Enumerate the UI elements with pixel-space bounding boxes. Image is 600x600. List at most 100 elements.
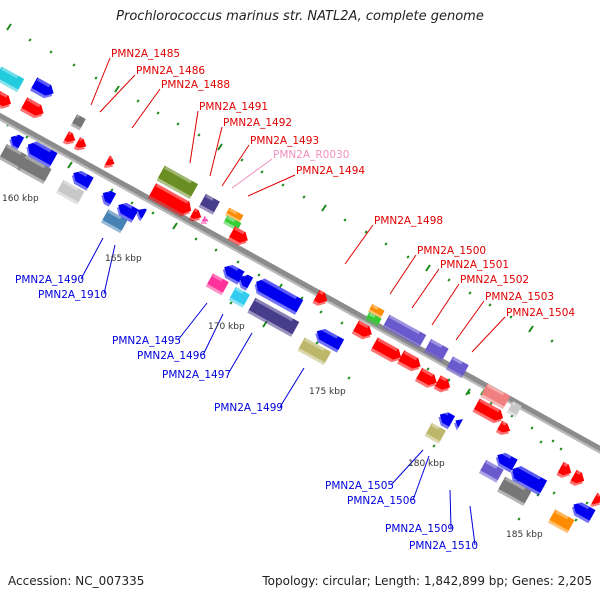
gene-highlight	[75, 168, 88, 177]
gene-body	[201, 215, 209, 222]
gene-highlight	[0, 66, 19, 79]
gene-body	[118, 202, 139, 221]
gene-label-forward: PMN2A_1492	[223, 117, 292, 129]
gene-label-forward: PMN2A_1504	[506, 307, 575, 319]
gene-forward	[62, 131, 76, 145]
tick-mark	[319, 310, 323, 314]
tick-mark	[217, 143, 223, 151]
gene-highlight	[79, 137, 83, 142]
gene-forward	[351, 320, 372, 340]
tick-mark	[302, 195, 306, 199]
tick-mark	[468, 291, 472, 295]
tick-mark	[176, 122, 180, 126]
tick-mark	[585, 501, 589, 505]
gene-body	[591, 492, 600, 505]
tick-mark	[6, 23, 12, 31]
gene-highlight	[576, 470, 582, 475]
label-leader	[431, 283, 460, 326]
tick-mark	[315, 341, 319, 345]
gene-forward	[70, 114, 86, 131]
gene-forward	[312, 289, 328, 306]
gene-highlight	[62, 180, 79, 191]
label-leader	[221, 144, 250, 187]
gene-highlight	[155, 183, 189, 204]
gene-highlight	[554, 509, 569, 520]
gene-highlight	[596, 493, 600, 497]
gene-highlight	[485, 460, 498, 469]
gene-highlight	[304, 337, 325, 352]
tick-mark	[114, 85, 120, 93]
label-leader	[471, 316, 506, 353]
tick-mark	[151, 211, 155, 215]
gene-highlight	[212, 273, 223, 282]
gene-highlight	[204, 216, 208, 220]
gene-body	[31, 77, 54, 96]
tick-mark	[343, 218, 347, 222]
label-leader	[469, 505, 476, 546]
gene-reverse	[101, 188, 117, 207]
gene-forward	[156, 165, 199, 199]
tick-mark	[574, 518, 578, 522]
gene-label-reverse: PMN2A_1495	[112, 335, 181, 347]
gene-highlight	[563, 462, 569, 467]
gene-body	[190, 208, 202, 219]
label-leader	[455, 300, 485, 341]
tick-mark	[214, 248, 218, 252]
gene-highlight	[76, 114, 80, 119]
tick-mark	[517, 517, 521, 521]
label-leader	[279, 367, 305, 408]
label-leader	[227, 332, 253, 375]
gene-highlight	[228, 207, 238, 215]
gene-reverse	[495, 450, 518, 473]
tick-mark	[530, 426, 534, 430]
gene-forward	[103, 155, 115, 169]
tick-mark	[28, 38, 32, 42]
label-leader	[209, 126, 223, 177]
gene-label-reverse: PMN2A_1497	[162, 369, 231, 381]
tick-mark	[229, 301, 233, 305]
gene-highlight	[205, 194, 214, 201]
gene-body	[497, 420, 511, 433]
gene-highlight	[431, 423, 440, 430]
gene-reverse	[497, 476, 532, 507]
gene-body	[105, 155, 115, 166]
gene-highlight	[515, 463, 542, 480]
gene-body	[447, 356, 469, 376]
gene-body	[200, 193, 220, 213]
scale-label: 170 kbp	[208, 322, 245, 332]
tick-mark	[172, 222, 178, 230]
gene-label-reverse: PMN2A_1510	[409, 540, 478, 552]
gene-body	[512, 466, 548, 493]
tick-mark	[488, 303, 492, 307]
gene-highlight	[107, 209, 122, 220]
gene-highlight	[512, 401, 516, 406]
gene-body	[149, 183, 192, 214]
tick-mark	[509, 315, 513, 319]
scale-label: 165 kbp	[105, 254, 142, 264]
scale-label: 180 kbp	[408, 459, 445, 469]
gene-reverse	[478, 459, 504, 483]
genome-summary: Topology: circular; Length: 1,842,899 bp…	[262, 574, 592, 588]
tick-mark	[321, 204, 327, 212]
gene-body	[313, 289, 328, 304]
gene-body	[137, 208, 147, 219]
tick-mark	[281, 183, 285, 187]
gene-forward	[423, 338, 449, 362]
gene-body	[57, 179, 85, 203]
gene-highlight	[403, 350, 418, 361]
gene-shadow	[200, 218, 208, 225]
tick-mark	[539, 440, 543, 444]
label-leader	[99, 74, 136, 113]
tick-mark	[300, 296, 304, 300]
tick-mark	[559, 447, 563, 451]
gene-highlight	[30, 139, 52, 153]
gene-highlight	[234, 226, 245, 235]
gene-highlight	[235, 287, 244, 294]
tick-mark	[432, 444, 436, 448]
gene-forward	[20, 97, 44, 119]
gene-body	[369, 303, 385, 317]
gene-highlight	[457, 416, 461, 421]
gene-reverse	[56, 179, 85, 205]
genome-title: Prochlorococcus marinus str. NATL2A, com…	[116, 9, 484, 24]
gene-body	[455, 419, 464, 428]
